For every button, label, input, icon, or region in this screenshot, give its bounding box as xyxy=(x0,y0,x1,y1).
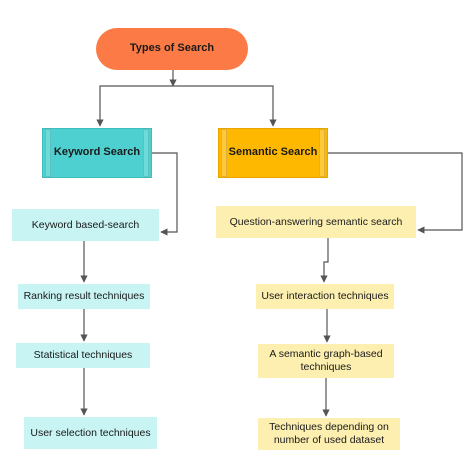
root-label: Types of Search xyxy=(129,42,215,55)
connector-to-keyword xyxy=(96,85,173,127)
keyword-item-3: Statistical techniques xyxy=(16,343,150,368)
keyword-search-label: Keyword Search xyxy=(53,146,141,159)
semantic-item-2: User interaction techniques xyxy=(256,284,394,309)
semantic-item-3: A semantic graph-based techniques xyxy=(258,344,394,378)
root-node: Types of Search xyxy=(96,28,248,70)
keyword-search-node: Keyword Search xyxy=(42,128,152,178)
semantic-search-label: Semantic Search xyxy=(228,146,318,159)
connector-to-semantic xyxy=(173,85,277,127)
semantic-search-node: Semantic Search xyxy=(218,128,328,178)
keyword-item-2: Ranking result techniques xyxy=(18,284,150,309)
keyword-item-1: Keyword based-search xyxy=(12,209,159,241)
semantic-item-1: Question-answering semantic search xyxy=(216,206,416,238)
connector-semantic-item1 xyxy=(328,152,463,234)
keyword-item-4: User selection techniques xyxy=(24,417,157,449)
connector-semantic-item2 xyxy=(320,237,329,283)
semantic-item-4: Techniques depending on number of used d… xyxy=(258,418,400,450)
connector-keyword-item1 xyxy=(152,152,178,236)
